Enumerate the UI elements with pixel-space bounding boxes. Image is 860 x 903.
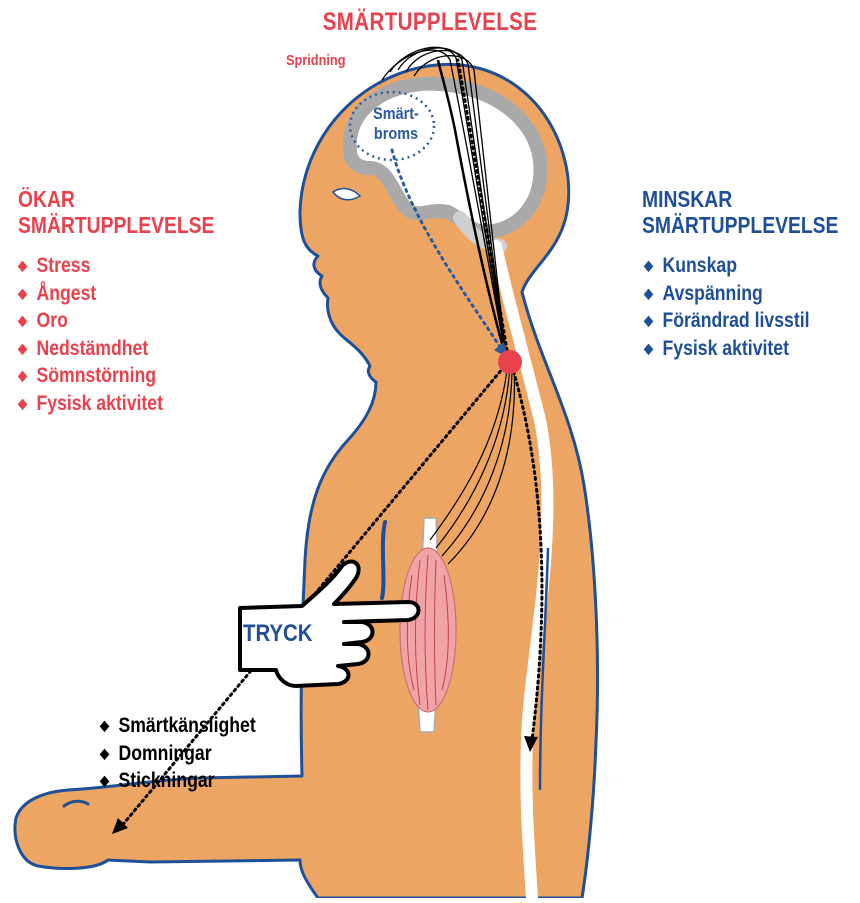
list-item: ◆Domningar [100, 740, 256, 768]
brake-label-line-1: Smärt- [362, 104, 430, 124]
list-item: ◆Fysisk aktivitet [644, 335, 810, 363]
brake-label-line-2: broms [362, 124, 430, 144]
list-item: ◆Förändrad livsstil [644, 307, 810, 335]
diamond-icon: ◆ [644, 307, 662, 335]
diamond-icon: ◆ [644, 280, 662, 308]
diagram-title: SMÄRTUPPLEVELSE [77, 8, 782, 37]
list-item: ◆Ångest [18, 280, 163, 308]
list-item: ◆Sömnstörning [18, 362, 163, 390]
diamond-icon: ◆ [18, 390, 36, 418]
increase-list: ◆Stress ◆Ångest ◆Oro ◆Nedstämdhet ◆Sömns… [18, 252, 163, 417]
pain-point [498, 350, 522, 374]
diamond-icon: ◆ [18, 362, 36, 390]
list-item: ◆Stickningar [100, 767, 256, 795]
brake-label: Smärt- broms [362, 104, 430, 144]
list-item: ◆Kunskap [644, 252, 810, 280]
list-item: ◆Fysisk aktivitet [18, 390, 163, 418]
diamond-icon: ◆ [100, 767, 118, 795]
vein [382, 522, 385, 598]
diamond-icon: ◆ [100, 740, 118, 768]
spread-label: Spridning [286, 52, 346, 69]
diamond-icon: ◆ [644, 335, 662, 363]
diamond-icon: ◆ [18, 335, 36, 363]
diamond-icon: ◆ [18, 280, 36, 308]
list-item: ◆Smärtkänslighet [100, 712, 256, 740]
list-item: ◆Nedstämdhet [18, 335, 163, 363]
diamond-icon: ◆ [100, 712, 118, 740]
diamond-icon: ◆ [18, 252, 36, 280]
muscle [400, 548, 456, 712]
diamond-icon: ◆ [18, 307, 36, 335]
diamond-icon: ◆ [644, 252, 662, 280]
symptom-list: ◆Smärtkänslighet ◆Domningar ◆Stickningar [100, 712, 256, 795]
increase-heading: ÖKAR SMÄRTUPPLEVELSE [18, 186, 214, 238]
list-item: ◆Oro [18, 307, 163, 335]
list-item: ◆Stress [18, 252, 163, 280]
decrease-heading-line-1: MINSKAR [642, 186, 838, 212]
increase-heading-line-2: SMÄRTUPPLEVELSE [18, 212, 214, 238]
list-item: ◆Avspänning [644, 280, 810, 308]
increase-heading-line-1: ÖKAR [18, 186, 214, 212]
decrease-heading: MINSKAR SMÄRTUPPLEVELSE [642, 186, 838, 238]
decrease-heading-line-2: SMÄRTUPPLEVELSE [642, 212, 838, 238]
decrease-list: ◆Kunskap ◆Avspänning ◆Förändrad livsstil… [644, 252, 810, 362]
press-label: TRYCK [243, 620, 313, 648]
